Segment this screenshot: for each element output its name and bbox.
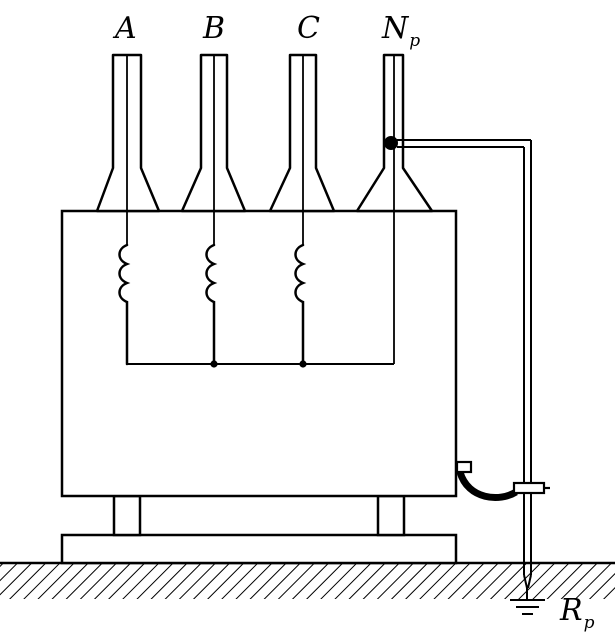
neutral-subscript: p: [409, 31, 421, 51]
terminal-label-c: C: [297, 11, 320, 46]
neutral-ground-conductor: [384, 136, 532, 575]
base-plinth: [60, 533, 458, 565]
transformer-tank: [60, 209, 458, 498]
bushings: [95, 53, 434, 213]
ground-electrode: [510, 574, 545, 615]
support-legs: [112, 494, 406, 537]
winding-a: [118, 243, 131, 366]
terminal-label-neutral: Np: [382, 11, 420, 50]
windings: [118, 243, 307, 366]
winding-c: [294, 243, 307, 366]
ground-resistance-letter: R: [560, 593, 583, 628]
neutral-letter: N: [382, 11, 409, 46]
winding-b: [205, 243, 218, 366]
terminal-label-b: B: [203, 11, 226, 46]
bushing-c: [268, 53, 336, 213]
bushing-conductors: [126, 55, 395, 364]
neutral-bus: [127, 360, 394, 368]
bushing-a: [95, 53, 161, 213]
tank-ground-strap: [455, 460, 550, 501]
ground-soil: [0, 561, 615, 599]
ground-resistance-label: Rp: [560, 593, 594, 632]
ground-resistance-subscript: p: [583, 613, 595, 633]
terminal-label-a: A: [115, 11, 137, 46]
